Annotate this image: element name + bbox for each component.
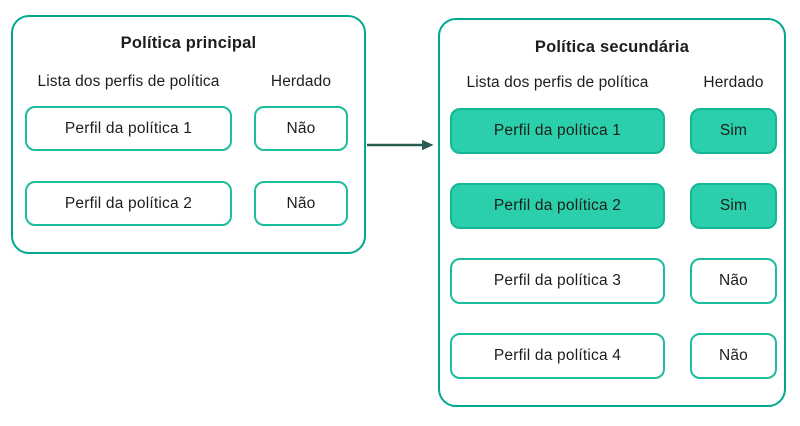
secondary-inherited-flag-4: Não: [690, 333, 777, 379]
secondary-profile-box-1: Perfil da política 1: [450, 108, 665, 154]
primary-profile-box-1: Perfil da política 1: [25, 106, 232, 151]
secondary-inherited-flag-2: Sim: [690, 183, 777, 229]
secondary-column-headers: Lista dos perfis de política Herdado: [440, 74, 784, 92]
primary-policy-row: Perfil da política 2 Não: [13, 181, 364, 226]
secondary-policy-row: Perfil da política 1 Sim: [440, 108, 784, 154]
primary-inherited-column-header: Herdado: [270, 73, 332, 90]
primary-policy-row: Perfil da política 1 Não: [13, 106, 364, 151]
secondary-policy-row: Perfil da política 4 Não: [440, 333, 784, 379]
primary-inherited-flag-2: Não: [254, 181, 348, 226]
secondary-inherited-column-header: Herdado: [703, 74, 764, 91]
secondary-profile-box-3: Perfil da política 3: [450, 258, 665, 304]
secondary-inherited-flag-1: Sim: [690, 108, 777, 154]
secondary-profile-box-2: Perfil da política 2: [450, 183, 665, 229]
primary-profiles-column-header: Lista dos perfis de política: [37, 73, 220, 90]
primary-inherited-flag-1: Não: [254, 106, 348, 151]
secondary-inherited-flag-3: Não: [690, 258, 777, 304]
secondary-profile-box-4: Perfil da política 4: [450, 333, 665, 379]
inheritance-arrow-icon: [367, 139, 434, 151]
secondary-panel-title: Política secundária: [534, 38, 690, 56]
secondary-profiles-column-header: Lista dos perfis de política: [466, 74, 649, 91]
primary-column-headers: Lista dos perfis de política Herdado: [13, 73, 364, 91]
secondary-policy-row: Perfil da política 3 Não: [440, 258, 784, 304]
secondary-policy-panel: Política secundária Lista dos perfis de …: [438, 18, 786, 407]
primary-policy-panel: Política principal Lista dos perfis de p…: [11, 15, 366, 254]
secondary-policy-row: Perfil da política 2 Sim: [440, 183, 784, 229]
primary-panel-title: Política principal: [120, 34, 257, 52]
primary-profile-box-2: Perfil da política 2: [25, 181, 232, 226]
